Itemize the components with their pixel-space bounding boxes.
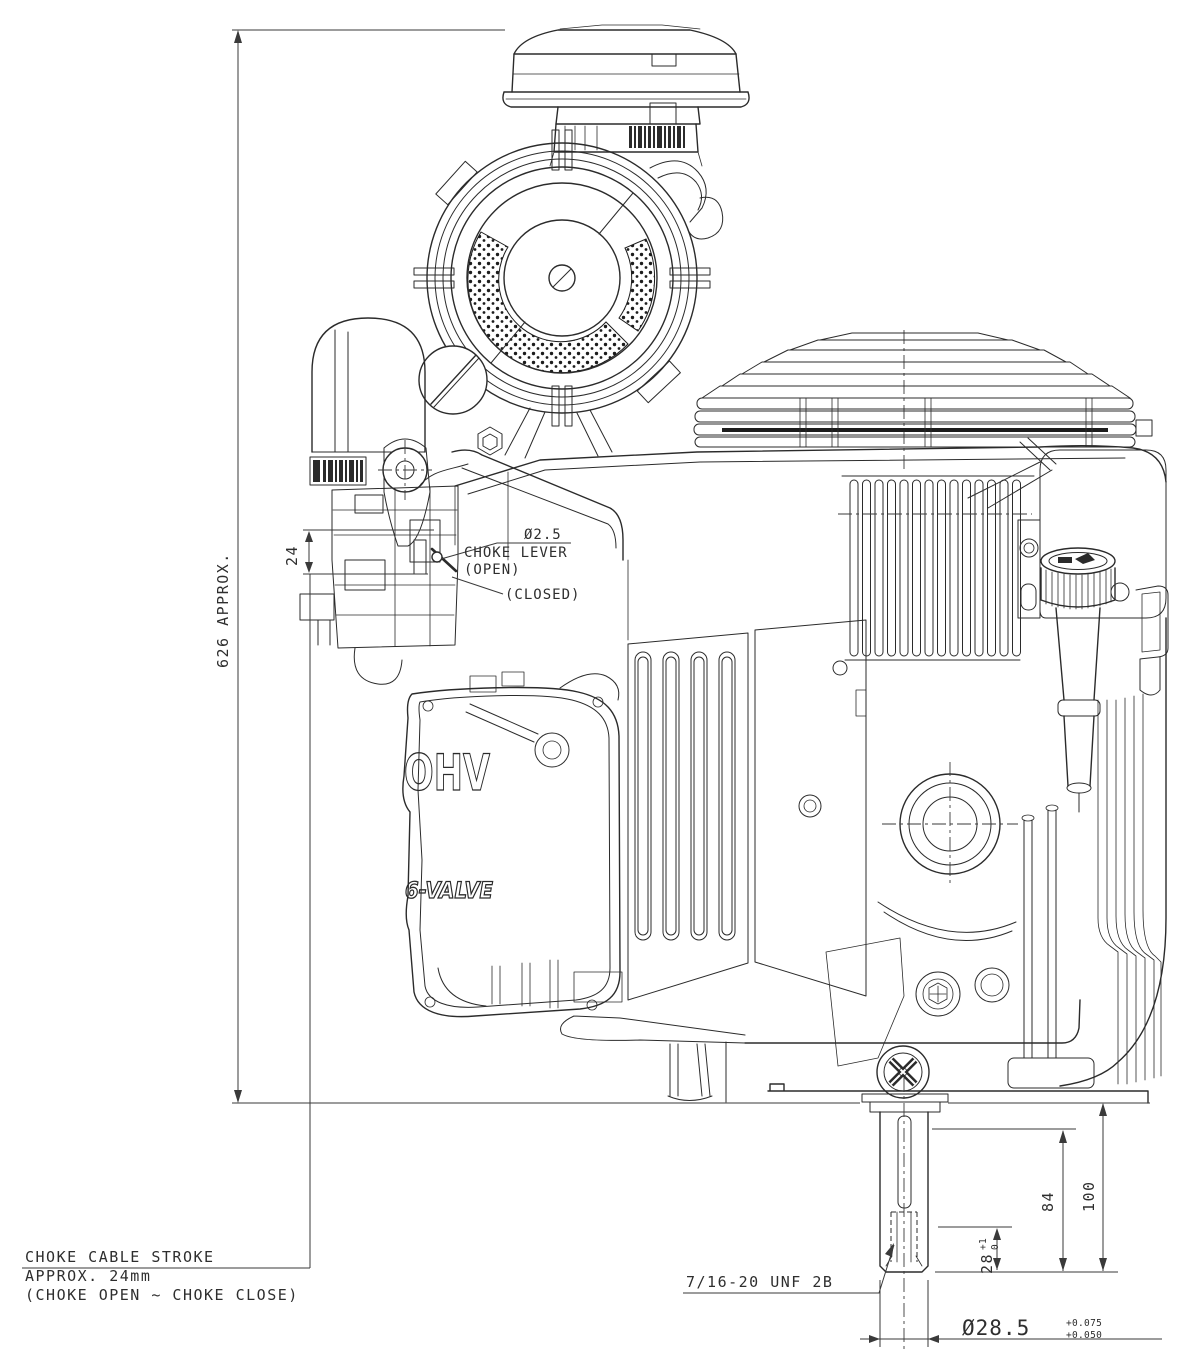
pipe-handle: [877, 901, 1017, 941]
wing-bolt-knob: [418, 345, 488, 415]
dim-choke-stroke-text: 24: [283, 545, 301, 566]
choke-closed-text: (CLOSED): [505, 587, 580, 603]
dim-thread-depth-tol-upper: +1: [978, 1238, 989, 1250]
carb-barcode: [309, 456, 367, 486]
dim-shaft-dia-tol-lower: +0.050: [1066, 1330, 1102, 1341]
note-line1: CHOKE CABLE STROKE: [25, 1248, 215, 1266]
dimensions: 626 APPROX. 24 84 100: [22, 29, 1162, 1347]
carburetor-assembly: [299, 317, 624, 685]
choke-lever-text: CHOKE LEVER: [464, 545, 568, 561]
oil-filter-circle: [882, 762, 1018, 886]
valve-cover-sub-label: 6-VALVE: [405, 879, 493, 904]
dim-overall-height: 626 APPROX.: [214, 29, 505, 1103]
plug-bolts: [915, 967, 1010, 1017]
thread-spec-text: 7/16-20 UNF 2B: [686, 1273, 833, 1291]
choke-note: CHOKE CABLE STROKE APPROX. 24mm (CHOKE O…: [25, 1248, 299, 1304]
dim-shaft-diameter: Ø28.5 +0.075 +0.050: [860, 1280, 1162, 1347]
lower-crankcase: [437, 762, 1149, 1104]
thread-spec-callout: 7/16-20 UNF 2B: [683, 1243, 895, 1294]
vent-panel: [627, 619, 867, 1001]
shaft-keyway: [897, 1115, 912, 1209]
dim-shaft-dia-tol-upper: +0.075: [1066, 1318, 1102, 1329]
drain-plug: [876, 1045, 930, 1099]
dim-thread-depth-tol-lower: 0: [990, 1244, 1001, 1250]
dim-shaft-step: 84: [932, 1128, 1076, 1271]
flywheel-screen: [693, 332, 1153, 448]
dim-shaft-total: 100: [1080, 1103, 1107, 1271]
valve-cover: OHV 6-VALVE: [402, 671, 621, 1018]
filter-center-screw: [548, 264, 576, 292]
side-bracket: [1135, 585, 1169, 696]
housing-clamp-tabs: [413, 129, 711, 427]
crankcase-fins: [1059, 617, 1167, 1087]
pto-shaft: [861, 1078, 949, 1352]
choke-open-text: (OPEN): [464, 562, 521, 578]
dim-choke-stroke: 24: [283, 529, 434, 575]
dim-thread-depth: 28 +1 0: [938, 1226, 1012, 1274]
note-line2: APPROX. 24mm: [25, 1267, 151, 1285]
housing-latch: [649, 160, 724, 240]
choke-hole-dia-text: Ø2.5: [524, 527, 562, 543]
dim-thread-depth-text: 28: [978, 1253, 996, 1274]
dim-shaft-diameter-text: Ø28.5: [962, 1316, 1030, 1340]
oil-filler-dipstick: [1040, 547, 1130, 813]
dim-shaft-total-text: 100: [1080, 1180, 1098, 1212]
rear-housing-face: [1017, 437, 1167, 619]
dim-overall-height-text: 626 APPROX.: [214, 552, 232, 668]
panel-boss: [798, 794, 822, 818]
choke-callouts: Ø2.5 CHOKE LEVER (OPEN) (CLOSED): [440, 527, 580, 603]
air-filter-housing: [413, 129, 724, 459]
spark-plug-boss: [534, 732, 570, 768]
note-line3: (CHOKE OPEN ~ CHOKE CLOSE): [25, 1286, 299, 1304]
screen-brace: [967, 461, 1053, 509]
cylinder-fins: [832, 475, 1035, 676]
hex-bolt: [477, 426, 503, 456]
engine-shroud: [454, 330, 1169, 1087]
dim-shaft-step-text: 84: [1039, 1191, 1057, 1212]
valve-cover-logo: OHV: [404, 744, 490, 802]
cable-eyelet: [378, 438, 432, 547]
air-cleaner-barcode: [629, 126, 685, 148]
